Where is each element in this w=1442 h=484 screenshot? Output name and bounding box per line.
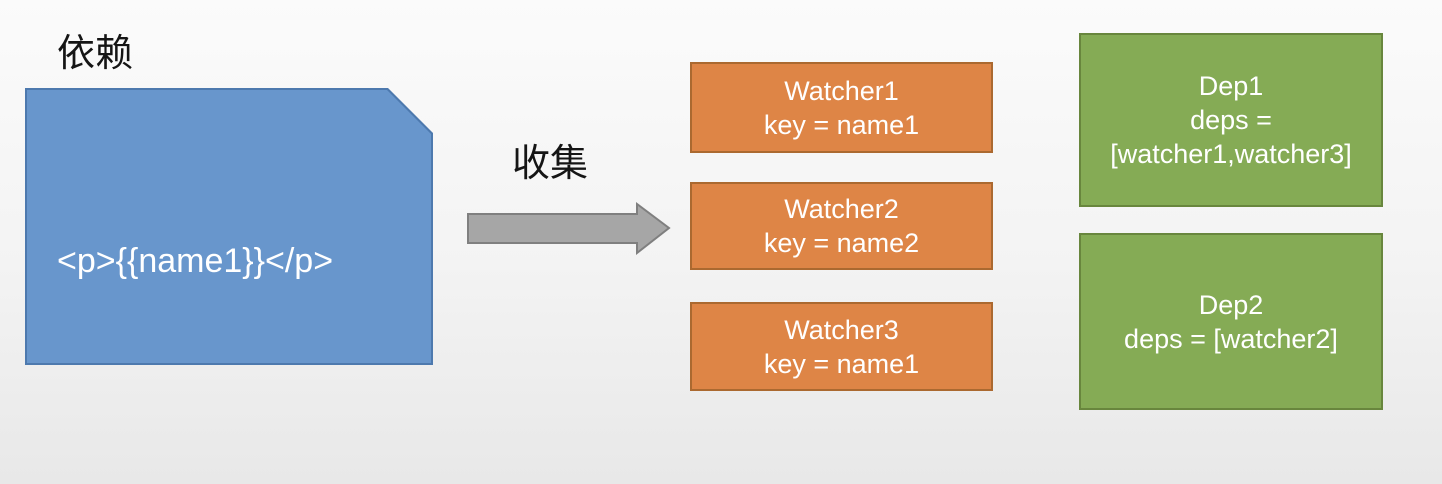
watcher1-detail: key = name1 bbox=[763, 109, 920, 140]
watcher2-detail: key = name2 bbox=[763, 228, 920, 258]
dep1-title: Dep1 bbox=[1198, 71, 1264, 101]
dep1-deps-value: [watcher1,watcher3] bbox=[1110, 139, 1352, 169]
watcher3-title: Watcher3 bbox=[784, 314, 899, 345]
watcher3-detail: key = name1 bbox=[763, 348, 920, 379]
template-code-line-2: <p>{{name2}}</p> bbox=[57, 380, 334, 418]
watcher2-box: Watcher2 key = name2 bbox=[690, 182, 993, 270]
template-note-fill: <p>{{name1}}</p> <p>{{name2}}</p> <p>{{n… bbox=[27, 90, 431, 363]
dependency-label: 依赖 bbox=[57, 33, 134, 75]
template-code: <p>{{name1}}</p> <p>{{name2}}</p> <p>{{n… bbox=[57, 146, 333, 484]
right-arrow-icon bbox=[467, 202, 671, 256]
dep2-title: Dep2 bbox=[1198, 289, 1264, 320]
dep2-deps-value: deps = [watcher2] bbox=[1124, 323, 1338, 354]
collect-label: 收集 bbox=[512, 143, 589, 185]
watcher1-box: Watcher1 key = name1 bbox=[690, 62, 993, 153]
watcher1-title: Watcher1 bbox=[784, 75, 899, 106]
dep2-box: Dep2 deps = [watcher2] bbox=[1079, 233, 1383, 410]
watcher2-title: Watcher2 bbox=[784, 194, 899, 224]
dep1-deps-label: deps = bbox=[1190, 105, 1272, 135]
watcher3-box: Watcher3 key = name1 bbox=[690, 302, 993, 391]
template-code-line-1: <p>{{name1}}</p> bbox=[57, 242, 334, 280]
template-note-shape: <p>{{name1}}</p> <p>{{name2}}</p> <p>{{n… bbox=[25, 88, 433, 365]
dep1-box: Dep1 deps = [watcher1,watcher3] bbox=[1079, 33, 1383, 207]
